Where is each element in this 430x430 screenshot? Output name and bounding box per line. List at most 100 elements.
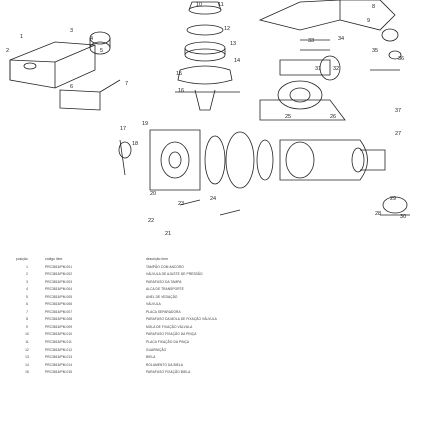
row-position: 10 [25, 332, 29, 337]
row-code: PRC3815/PM.003 [45, 279, 73, 284]
table-row: 9 PRC3815/PM.009 MOLA DE FIXAÇÃO VÁLVULA [16, 324, 416, 332]
svg-text:14: 14 [234, 58, 240, 64]
row-code: PRC3815/PM.011 [45, 340, 72, 345]
svg-text:17: 17 [120, 126, 126, 132]
row-code: PRC3815/PM.012 [45, 347, 73, 352]
row-description: PARAFUSO FIXAÇÃO BIELA [146, 370, 191, 375]
row-position: 7 [26, 309, 28, 314]
svg-text:16: 16 [178, 88, 184, 94]
row-position: 8 [26, 317, 28, 322]
table-row: 6 PRC3815/PM.006 VÁLVULA [16, 301, 416, 309]
row-code: PRC3815/PM.004 [45, 287, 73, 292]
row-description: PARAFUSO DA MOLA DE FIXAÇÃO VÁLVULA [146, 317, 217, 322]
table-row: 14 PRC3815/PM.014 ROLAMENTO DA BIELA [16, 362, 416, 370]
row-position: 9 [26, 324, 28, 329]
svg-text:27: 27 [395, 131, 401, 137]
row-description: BIELA [146, 355, 156, 360]
row-description: MOLA DE FIXAÇÃO VÁLVULA [146, 324, 193, 329]
row-position: 11 [25, 340, 29, 345]
row-position: 14 [25, 362, 29, 367]
svg-text:19: 19 [142, 121, 148, 127]
center-column-parts [175, 1, 240, 111]
table-row: 7 PRC3815/PM.007 PLACA SEPARADORA [16, 309, 416, 317]
row-description: VÁLVULA [146, 302, 161, 307]
svg-text:13: 13 [230, 41, 236, 47]
svg-text:20: 20 [150, 191, 156, 197]
row-code: PRC3815/PM.006 [45, 302, 73, 307]
svg-text:35: 35 [372, 48, 378, 54]
svg-text:22: 22 [148, 218, 154, 224]
compressor-head-part [9, 41, 121, 111]
svg-text:3: 3 [70, 28, 73, 34]
svg-text:21: 21 [165, 231, 171, 237]
table-row: 1 PRC3815/PM.001 TAMPÃO COM ANCORO [16, 264, 416, 272]
table-row: 15 PRC3815/PM.015 PARAFUSO FIXAÇÃO BIELA [16, 369, 416, 377]
row-description: GUARNIÇÃO [146, 347, 167, 352]
row-position: 15 [25, 370, 29, 375]
svg-text:12: 12 [224, 26, 230, 32]
svg-text:33: 33 [308, 38, 314, 44]
row-description: PLACA SEPARADORA [146, 309, 181, 314]
position-column-header: posição [16, 257, 28, 261]
diagram-drawing: 10 11 12 13 14 15 16 1 2 3 4 5 6 7 17 18… [6, 0, 410, 237]
svg-text:36: 36 [398, 56, 404, 62]
svg-text:11: 11 [218, 2, 224, 8]
table-row: 10 PRC3815/PM.010 PARAFUSO FIXAÇÃO DA PINÇ… [16, 331, 416, 339]
table-row: 11 PRC3815/PM.011 PLACA FIXAÇÃO DA PINÇA [16, 339, 416, 347]
exploded-parts-diagram: 10 11 12 13 14 15 16 1 2 3 4 5 6 7 17 18… [6, 0, 410, 237]
row-description: ROLAMENTO DA BIELA [146, 362, 183, 367]
svg-text:25: 25 [285, 114, 291, 120]
row-code: PRC3815/PM.015 [45, 370, 73, 375]
row-position: 4 [26, 287, 28, 292]
row-description: VÁLVULA DE AJUSTE DE PRESSÃO [146, 272, 203, 277]
svg-text:15: 15 [176, 71, 182, 77]
svg-text:8: 8 [372, 4, 375, 10]
row-position: 1 [26, 264, 28, 269]
svg-text:7: 7 [125, 81, 128, 87]
code-column-header: código item [45, 257, 63, 261]
svg-text:37: 37 [395, 108, 401, 114]
svg-text:26: 26 [330, 114, 336, 120]
svg-text:6: 6 [70, 84, 73, 90]
row-position: 5 [26, 294, 28, 299]
row-position: 6 [26, 302, 28, 307]
svg-text:5: 5 [100, 48, 103, 54]
row-code: PRC3815/PM.010 [45, 332, 73, 337]
svg-text:31: 31 [315, 66, 321, 72]
row-position: 3 [26, 279, 28, 284]
row-description: PARAFUSO FIXAÇÃO DA PINÇA [146, 332, 197, 337]
row-code: PRC3815/PM.002 [45, 272, 73, 277]
table-row: 8 PRC3815/PM.008 PARAFUSO DA MOLA DE FIXAÇ… [16, 316, 416, 324]
row-description: PARAFUSO DA TAMPA [146, 279, 182, 284]
table-row: 13 PRC3815/PM.013 BIELA [16, 354, 416, 362]
row-code: PRC3815/PM.009 [45, 324, 73, 329]
callout-numbers: 10 11 12 13 14 15 16 1 2 3 4 5 6 7 17 18… [6, 2, 406, 237]
valve-cap-part [89, 31, 111, 55]
parts-table-header: posição código item descrição item [16, 256, 416, 264]
motor-crank-assembly [118, 129, 410, 216]
svg-text:9: 9 [367, 18, 370, 24]
svg-text:29: 29 [390, 196, 396, 202]
row-code: PRC3815/PM.007 [45, 309, 73, 314]
row-code: PRC3815/PM.001 [45, 264, 73, 269]
svg-text:28: 28 [375, 211, 381, 217]
row-description: ANEL DE VEDAÇÃO [146, 294, 178, 299]
row-code: PRC3815/PM.008 [45, 317, 73, 322]
svg-text:18: 18 [132, 141, 138, 147]
description-column-header: descrição item [146, 257, 168, 261]
row-description: PLACA FIXAÇÃO DA PINÇA [146, 340, 190, 345]
row-description: TAMPÃO COM ANCORO [146, 264, 184, 269]
row-code: PRC3815/PM.013 [45, 355, 73, 360]
table-row: 3 PRC3815/PM.003 PARAFUSO DA TAMPA [16, 279, 416, 287]
row-code: PRC3815/PM.014 [45, 362, 73, 367]
svg-text:4: 4 [90, 36, 93, 42]
svg-text:24: 24 [210, 196, 216, 202]
svg-text:23: 23 [178, 201, 184, 207]
row-position: 13 [25, 355, 29, 360]
